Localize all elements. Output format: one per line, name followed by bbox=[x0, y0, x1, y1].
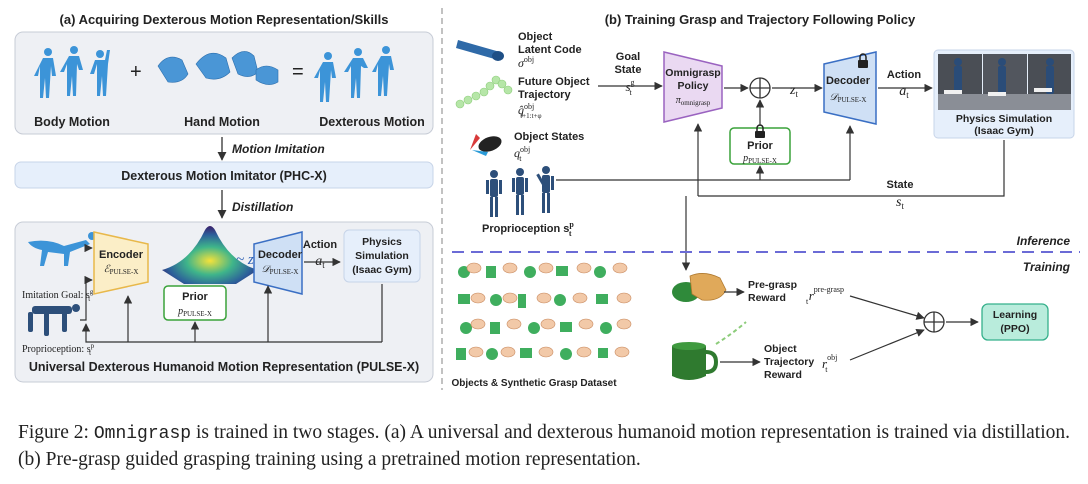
lock-icon bbox=[858, 53, 868, 68]
state-symbol: st bbox=[896, 195, 904, 211]
decoder-symbol-b: 𝒟PULSE-X bbox=[830, 92, 867, 104]
future-line1: Future Object bbox=[518, 76, 590, 88]
dataset-label: Objects & Synthetic Grasp Dataset bbox=[451, 378, 617, 389]
caption-method-name: Omnigrasp bbox=[93, 424, 192, 444]
latent-distribution-plot bbox=[162, 226, 258, 284]
training-label: Training bbox=[1023, 260, 1071, 274]
action-symbol-b: at bbox=[899, 84, 909, 100]
latent-line2: Latent Code bbox=[518, 44, 582, 56]
decoder-block-a bbox=[253, 231, 303, 295]
future-line2: Trajectory bbox=[518, 89, 571, 101]
states-line1: Object States bbox=[514, 131, 584, 143]
proprioception-robot bbox=[28, 304, 80, 336]
state-feedback-line bbox=[698, 140, 1005, 197]
panel-a-title: (a) Acquiring Dexterous Motion Represent… bbox=[60, 12, 389, 27]
encoder-block bbox=[93, 231, 149, 295]
goal-line2: State bbox=[615, 64, 642, 76]
proprioception-humanoids bbox=[486, 166, 554, 217]
plus-sign: + bbox=[130, 61, 142, 83]
physics-b-line2: (Isaac Gym) bbox=[974, 125, 1034, 137]
traj-line3: Reward bbox=[764, 369, 802, 381]
object-latent-icon bbox=[456, 40, 504, 61]
learning-line1: Learning bbox=[993, 309, 1037, 321]
traj-line2: Trajectory bbox=[764, 356, 814, 368]
motion-imitation-label: Motion Imitation bbox=[232, 142, 325, 156]
policy-symbol: πomnigrasp bbox=[676, 95, 711, 107]
policy-line2: Policy bbox=[678, 80, 709, 92]
mug-icon bbox=[672, 321, 747, 380]
policy-line1: Omnigrasp bbox=[665, 67, 720, 79]
equals-sign: = bbox=[292, 61, 304, 83]
state-label: State bbox=[887, 179, 914, 191]
decoder-label-b: Decoder bbox=[826, 75, 871, 87]
prior-block-a bbox=[163, 285, 227, 321]
imitator-box bbox=[14, 161, 434, 189]
simulation-frames bbox=[938, 54, 1071, 110]
prior-label-b: Prior bbox=[747, 140, 773, 152]
dataset-objects-grid bbox=[452, 262, 642, 370]
physics-a-line3: (Isaac Gym) bbox=[352, 264, 412, 276]
omnigrasp-policy-block bbox=[663, 51, 723, 123]
hand-motion-label: Hand Motion bbox=[184, 115, 260, 129]
z-label-b: zt bbox=[789, 83, 798, 99]
decoder-block-b bbox=[823, 51, 877, 125]
figure-diagram: (a) Acquiring Dexterous Motion Represent… bbox=[14, 8, 1080, 390]
proprio-to-encoder-arrow bbox=[80, 275, 93, 321]
dexterous-motion-label: Dexterous Motion bbox=[319, 115, 425, 129]
latent-symbol: σobj bbox=[518, 55, 534, 70]
body-motion-label: Body Motion bbox=[34, 115, 110, 129]
traj-line1: Object bbox=[764, 343, 797, 355]
traj-to-sum-arrow bbox=[849, 328, 925, 361]
physics-a-line2: Simulation bbox=[355, 250, 409, 262]
physics-b-line1: Physics Simulation bbox=[956, 113, 1052, 125]
hand-motion-figures bbox=[157, 51, 279, 85]
pregrasp-line1: Pre-grasp bbox=[748, 279, 797, 291]
action-label-b: Action bbox=[887, 69, 922, 81]
body-motion-figures bbox=[34, 46, 110, 98]
dexterous-motion-figures bbox=[314, 46, 394, 102]
object-states-icon bbox=[470, 134, 502, 156]
goal-symbol: sgt bbox=[625, 78, 634, 97]
goal-line1: Goal bbox=[616, 51, 640, 63]
prior-lock-icon bbox=[755, 124, 765, 138]
encoder-label: Encoder bbox=[99, 249, 144, 261]
feedback-to-proprio-arrow bbox=[81, 323, 382, 343]
prior-block-b bbox=[729, 127, 791, 165]
prior-symbol-a: pPULSE-X bbox=[177, 306, 212, 318]
pregrasp-hand-icon bbox=[672, 273, 727, 302]
panel-b-title: (b) Training Grasp and Trajectory Follow… bbox=[605, 12, 916, 27]
encoder-symbol: ℰPULSE-X bbox=[104, 264, 139, 276]
pregrasp-line2: Reward bbox=[748, 292, 786, 304]
inference-label: Inference bbox=[1017, 234, 1071, 248]
pregrasp-to-sum-arrow bbox=[849, 295, 925, 320]
representation-label: Universal Dexterous Humanoid Motion Repr… bbox=[29, 360, 419, 374]
physics-box-a bbox=[343, 229, 421, 283]
physics-a-line1: Physics bbox=[362, 236, 402, 248]
decoder-label-a: Decoder bbox=[258, 249, 303, 261]
figure-caption: Figure 2: Omnigrasp is trained in two st… bbox=[18, 420, 1078, 472]
decoder-symbol-a: 𝒟PULSE-X bbox=[262, 264, 299, 276]
learning-line2: (PPO) bbox=[1000, 323, 1029, 335]
distillation-label: Distillation bbox=[232, 200, 293, 214]
caption-label: Figure 2: bbox=[18, 422, 89, 443]
prior-symbol-b: pPULSE-X bbox=[742, 153, 777, 165]
prior-label-a: Prior bbox=[182, 291, 208, 303]
imitator-label: Dexterous Motion Imitator (PHC-X) bbox=[121, 169, 327, 183]
latent-line1: Object bbox=[518, 31, 553, 43]
caption-text: is trained in two stages. (a) A universa… bbox=[18, 422, 1071, 470]
future-trajectory-icon bbox=[455, 75, 513, 109]
learning-box bbox=[981, 303, 1049, 341]
action-label-a: Action bbox=[303, 239, 338, 251]
